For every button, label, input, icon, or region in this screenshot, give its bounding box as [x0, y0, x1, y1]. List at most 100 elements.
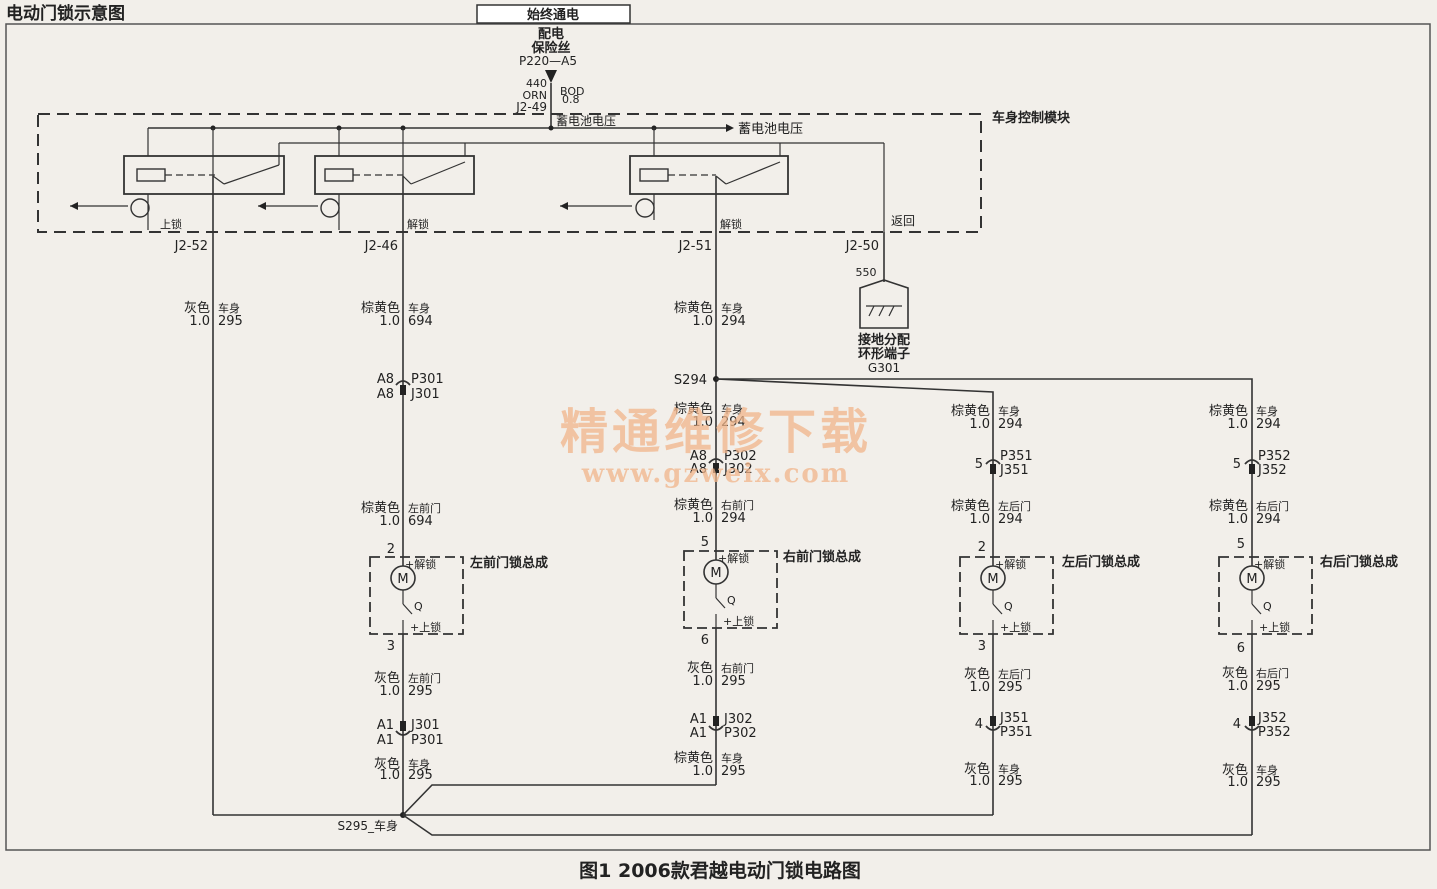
svg-text:P352: P352	[1258, 449, 1291, 464]
connector-j302-p302-bottom: A1 J302 A1 P302	[690, 712, 757, 741]
wire-label-lf-in: 棕黄色 左前门 1.0 694	[361, 500, 441, 529]
svg-text:J302: J302	[723, 712, 753, 727]
svg-text:294: 294	[721, 314, 746, 329]
svg-text:棕黄色: 棕黄色	[674, 497, 713, 513]
fuse-line1: 配电	[538, 26, 564, 42]
watermark-url: www.gzweix.com	[581, 459, 851, 489]
svg-text:车身: 车身	[721, 751, 743, 765]
wire-label-lr-pre: 棕黄色 车身 1.0 294	[951, 403, 1023, 432]
svg-text:左后门: 左后门	[998, 667, 1031, 681]
svg-text:灰色: 灰色	[374, 756, 400, 772]
wire-label-j2-51: 棕黄色 车身 1.0 294	[674, 300, 746, 329]
wire-label-rf-body: 棕黄色 车身 1.0 295	[674, 750, 746, 779]
battery-voltage-arrow-icon	[726, 124, 734, 132]
wire-color-bod: BOD	[560, 85, 584, 98]
wire-label-rf-in: 棕黄色 右前门 1.0 294	[674, 497, 754, 526]
svg-text:J352: J352	[1257, 711, 1287, 726]
svg-text:295: 295	[721, 674, 746, 689]
svg-text:灰色: 灰色	[1222, 665, 1248, 681]
svg-text:灰色: 灰色	[687, 660, 713, 676]
svg-text:1.0: 1.0	[1227, 512, 1248, 527]
battery-voltage-arrow-label: 蓄电池电压	[738, 122, 803, 137]
svg-text:车身: 车身	[998, 404, 1020, 418]
svg-text:1.0: 1.0	[969, 417, 990, 432]
svg-text:J351: J351	[999, 711, 1029, 726]
svg-text:1.0: 1.0	[969, 512, 990, 527]
actuator-left-front: M Q +解锁 +上锁	[369, 556, 464, 635]
body-control-module	[37, 113, 982, 233]
actuator-left-rear: M Q +解锁 +上锁	[959, 556, 1054, 635]
relay-lock	[123, 155, 285, 195]
relay-unlock-2	[629, 155, 789, 195]
lr-pin-top: 2	[978, 540, 986, 555]
rf-pin-bottom: 6	[701, 633, 709, 648]
svg-text:灰色: 灰色	[374, 670, 400, 686]
svg-text:J351: J351	[999, 463, 1029, 478]
svg-text:694: 694	[408, 514, 433, 529]
svg-text:车身: 车身	[721, 301, 743, 315]
wire-label-lr-out: 灰色 左后门 1.0 295	[964, 666, 1031, 695]
svg-text:灰色: 灰色	[1222, 762, 1248, 778]
pin-j2-52: J2-52	[174, 239, 208, 254]
svg-text:车身: 车身	[408, 301, 430, 315]
fuse-id: P220—A5	[519, 54, 577, 68]
wire-label-rr-pre: 棕黄色 车身 1.0 294	[1209, 403, 1281, 432]
always-on-box	[476, 4, 631, 24]
svg-text:+解锁: +解锁	[718, 551, 749, 565]
svg-text:右后门: 右后门	[1256, 666, 1289, 680]
svg-text:M: M	[1246, 572, 1257, 587]
svg-text:294: 294	[1256, 512, 1281, 527]
svg-text:1.0: 1.0	[692, 674, 713, 689]
svg-text:右前门: 右前门	[721, 498, 754, 512]
svg-text:1.0: 1.0	[692, 511, 713, 526]
svg-text:左前门: 左前门	[408, 671, 441, 685]
ground-ring-terminal-icon	[859, 279, 909, 329]
figure-caption: 图1 2006款君越电动门锁电路图	[579, 859, 861, 882]
rf-pin-top: 5	[701, 535, 709, 550]
always-on-label: 始终通电	[527, 7, 579, 23]
diagram-border	[5, 23, 1431, 851]
svg-text:5: 5	[975, 457, 983, 472]
actuator-right-front: M Q +解锁 +上锁	[683, 550, 778, 629]
wire-label-lf-body: 灰色 车身 1.0 295	[374, 756, 433, 783]
pin-j2-46: J2-46	[364, 239, 398, 254]
unlock-label-1: 解锁	[407, 217, 429, 231]
svg-text:1.0: 1.0	[379, 514, 400, 529]
svg-text:1.0: 1.0	[969, 774, 990, 789]
svg-text:棕黄色: 棕黄色	[361, 500, 400, 516]
svg-text:车身: 车身	[1256, 404, 1278, 418]
svg-text:P352: P352	[1258, 725, 1291, 740]
rr-pin-bottom: 6	[1237, 641, 1245, 656]
connector-j351-p351-bottom: 4 J351 P351	[975, 711, 1033, 740]
splice-s295-label: S295_车身	[337, 818, 398, 833]
svg-text:294: 294	[998, 512, 1023, 527]
lf-pin-top: 2	[387, 542, 395, 557]
svg-text:4: 4	[1233, 717, 1241, 732]
svg-text:1.0: 1.0	[379, 768, 400, 783]
svg-text:1.0: 1.0	[692, 415, 713, 430]
svg-text:295: 295	[408, 684, 433, 699]
svg-text:J301: J301	[410, 718, 440, 733]
ground-id: G301	[868, 361, 900, 375]
svg-text:1.0: 1.0	[189, 314, 210, 329]
svg-text:+上锁: +上锁	[723, 614, 754, 628]
wire-color-orn: ORN	[522, 89, 547, 102]
svg-text:295: 295	[998, 774, 1023, 789]
svg-text:295: 295	[1256, 679, 1281, 694]
svg-text:P302: P302	[724, 726, 757, 741]
svg-text:灰色: 灰色	[964, 666, 990, 682]
svg-text:5: 5	[1233, 457, 1241, 472]
return-label: 返回	[891, 214, 915, 228]
svg-text:1.0: 1.0	[1227, 417, 1248, 432]
svg-text:295: 295	[218, 314, 243, 329]
svg-text:棕黄色: 棕黄色	[1209, 498, 1248, 514]
svg-text:J302: J302	[723, 462, 753, 477]
svg-text:1.0: 1.0	[1227, 679, 1248, 694]
svg-text:Q: Q	[1263, 600, 1272, 613]
connector-p351-j351-top: 5 P351 J351	[975, 449, 1033, 478]
svg-text:车身: 车身	[1256, 763, 1278, 777]
svg-text:1.0: 1.0	[692, 764, 713, 779]
wire-label-rf-pre: 棕黄色 车身 1.0 294	[674, 401, 746, 430]
rf-actuator-name: 右前门锁总成	[782, 549, 861, 565]
